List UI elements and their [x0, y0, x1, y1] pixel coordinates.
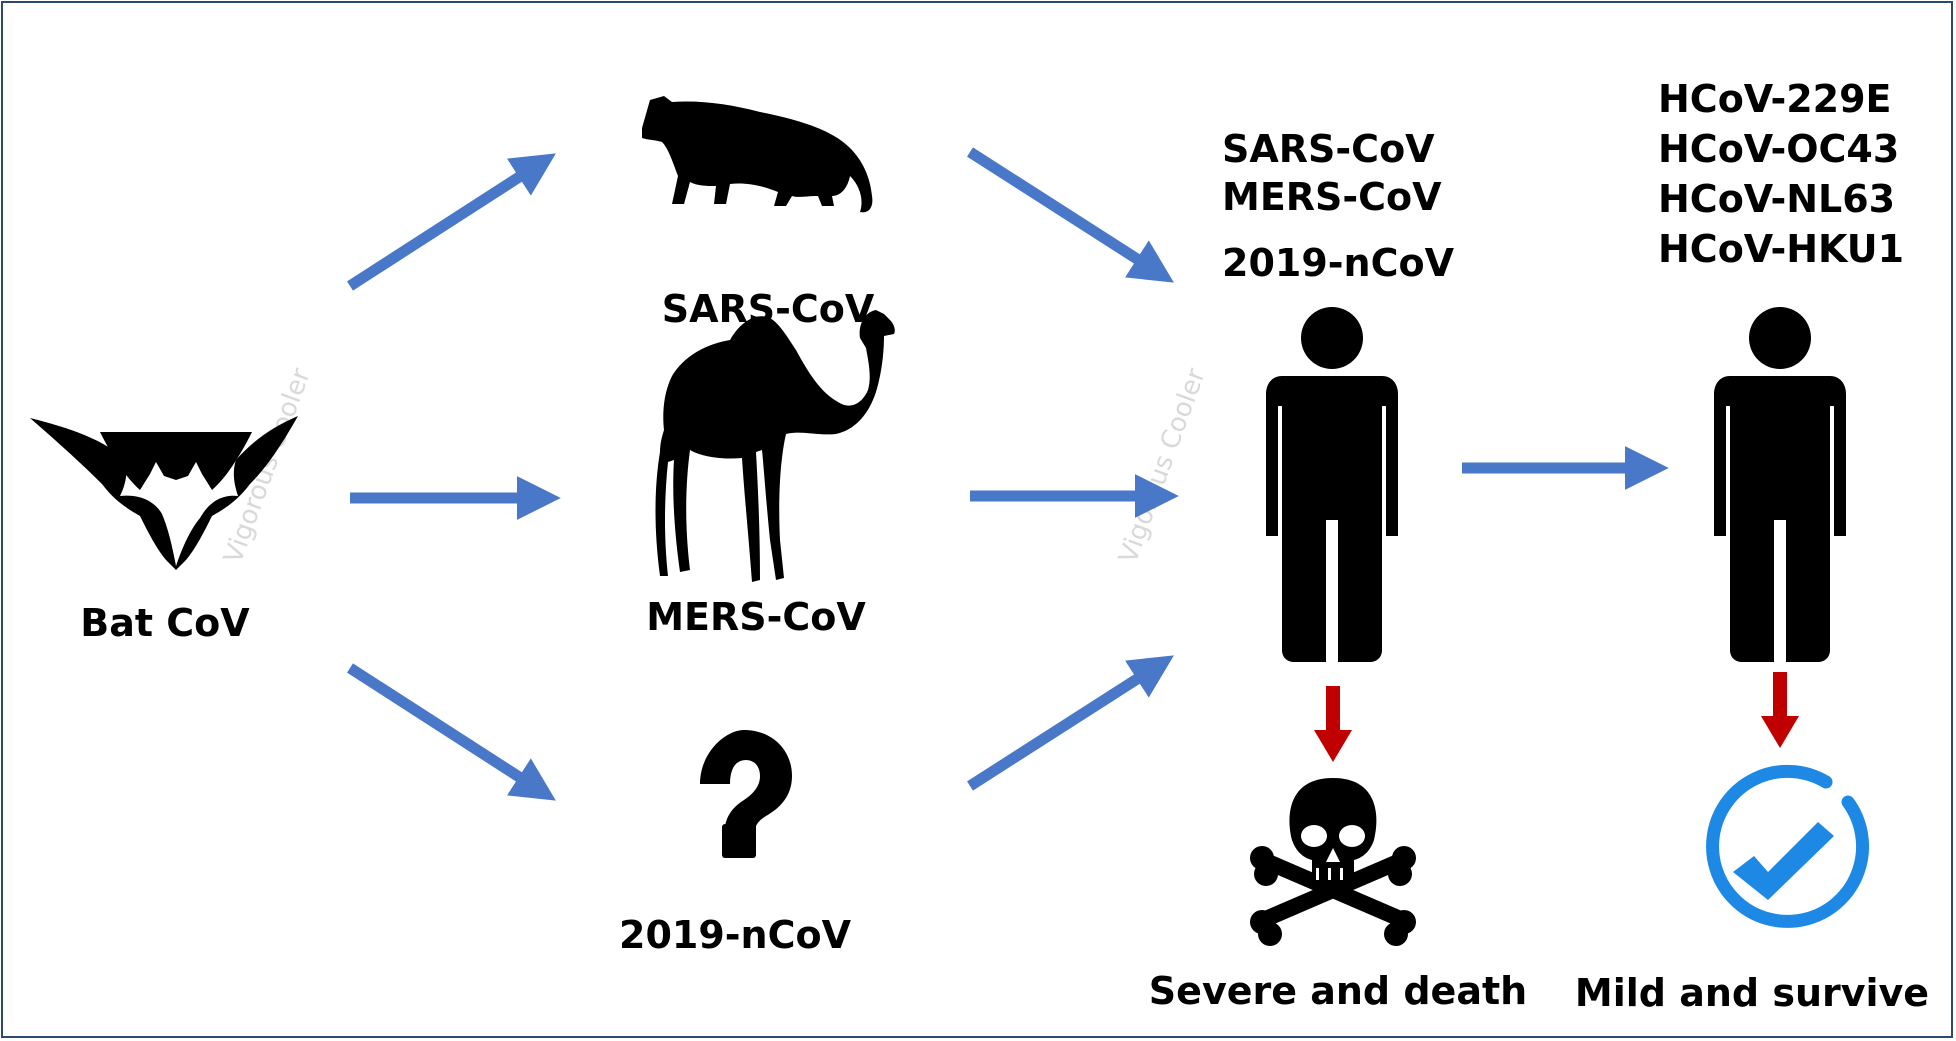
- skull-crossbones-icon: [1250, 778, 1416, 946]
- human-figure-severe: [1266, 307, 1398, 662]
- intermediate-label-unknown: 2019-nCoV: [619, 913, 852, 957]
- arrow-bat-to-unknown: [347, 663, 556, 801]
- civet-icon: [642, 96, 873, 213]
- transmission-arrows: [347, 147, 1669, 801]
- mild-virus-label: HCoV-229E: [1658, 77, 1892, 121]
- mild-virus-label: HCoV-NL63: [1658, 177, 1895, 221]
- watermark-left: Vigorous Cooler: [218, 364, 316, 567]
- arrow-civet-to-human: [967, 147, 1174, 283]
- question-mark-icon: [700, 730, 792, 858]
- mild-virus-label: HCoV-HKU1: [1658, 227, 1904, 271]
- human-figure-mild: [1714, 307, 1846, 662]
- source-label: Bat CoV: [80, 601, 250, 645]
- outcome-arrows: [1314, 672, 1799, 762]
- bat-icon: [30, 416, 298, 570]
- severe-virus-label: SARS-CoV: [1222, 127, 1435, 171]
- intermediate-label-civet: SARS-CoV: [662, 287, 875, 331]
- arrow-severe-outcome: [1314, 686, 1352, 762]
- mild-outcome-label: Mild and survive: [1575, 971, 1929, 1015]
- severe-virus-label: MERS-CoV: [1222, 175, 1442, 219]
- arrow-mild-outcome: [1761, 672, 1799, 748]
- mild-virus-label: HCoV-OC43: [1658, 127, 1899, 171]
- severe-outcome-label: Severe and death: [1149, 969, 1527, 1013]
- camel-icon: [655, 310, 895, 582]
- arrow-bat-to-civet: [347, 153, 556, 291]
- severe-virus-label: 2019-nCoV: [1222, 241, 1455, 285]
- check-circle-icon: [1706, 764, 1870, 928]
- intermediate-label-camel: MERS-CoV: [646, 595, 866, 639]
- watermark-right: Vigorous Cooler: [1113, 364, 1211, 567]
- arrow-unknown-to-human: [967, 655, 1174, 791]
